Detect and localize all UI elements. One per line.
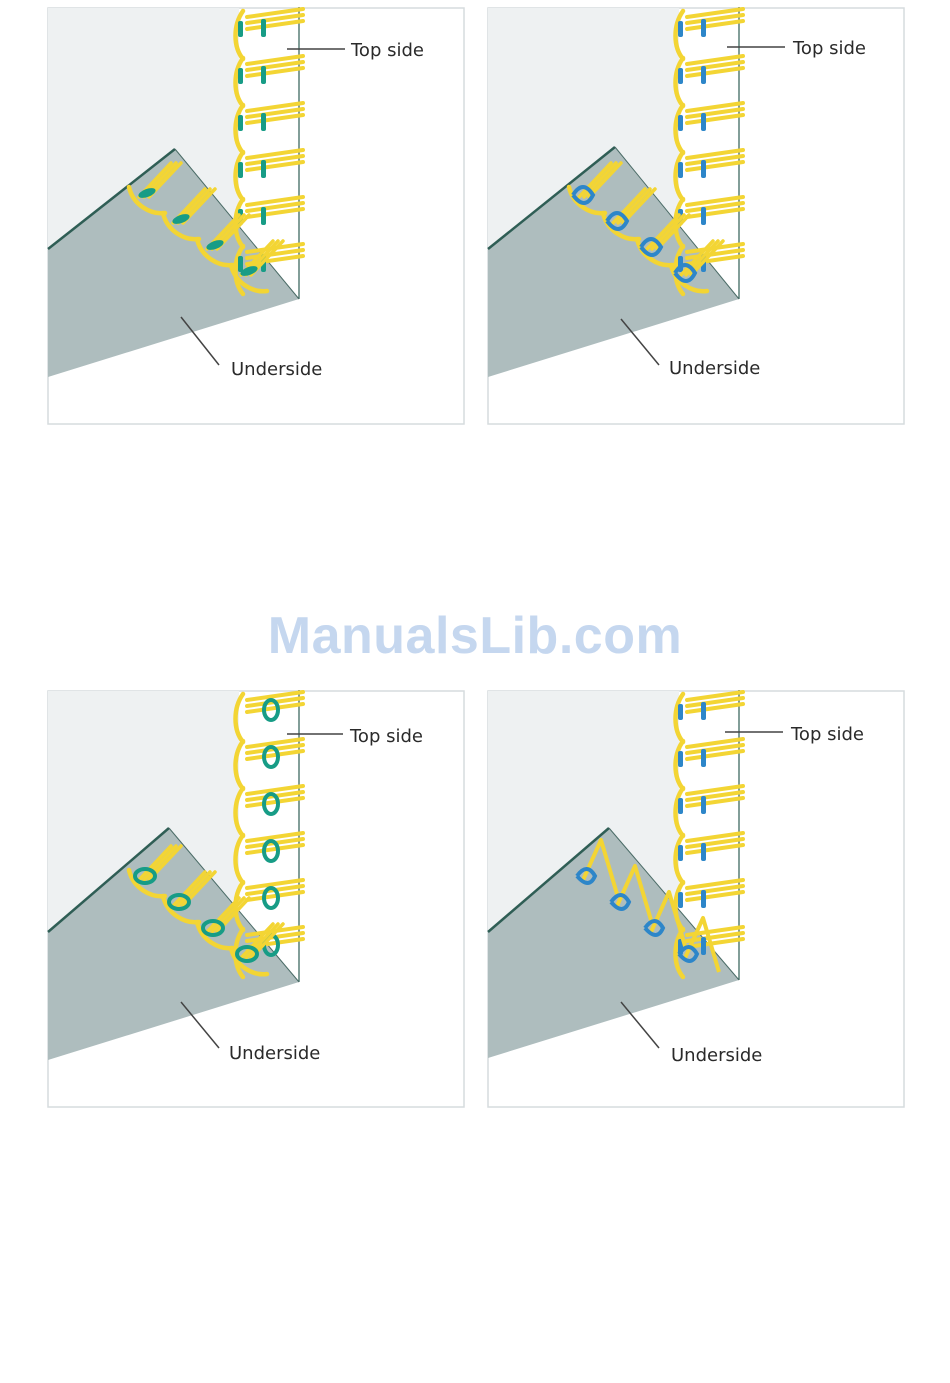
thread-knot	[238, 162, 243, 178]
thread-knot	[678, 21, 683, 37]
thread-knot	[701, 207, 706, 225]
thread-knot	[678, 892, 683, 908]
diagram-panel-2: Top side Underside	[487, 7, 905, 425]
thread-knot	[678, 704, 683, 720]
thread-knot	[678, 68, 683, 84]
thread-knot	[701, 66, 706, 84]
thread-knot	[678, 845, 683, 861]
thread-knot	[261, 160, 266, 178]
thread-knot	[261, 66, 266, 84]
underside-label: Underside	[669, 358, 760, 379]
thread-knot	[701, 160, 706, 178]
thread-knot	[261, 19, 266, 37]
thread-knot	[701, 796, 706, 814]
thread-knot	[678, 798, 683, 814]
top-side-label: Top side	[791, 724, 864, 745]
thread-knot	[238, 68, 243, 84]
thread-knot	[701, 937, 706, 955]
diagram-panel-1: Top side Underside	[47, 7, 465, 425]
thread-knot	[701, 890, 706, 908]
thread-knot	[701, 749, 706, 767]
underside-label: Underside	[671, 1045, 762, 1066]
watermark: ManualsLib.com	[0, 606, 950, 666]
thread-knot	[261, 113, 266, 131]
underside-label: Underside	[231, 359, 322, 380]
diagram-panel-4: Top side Underside	[487, 690, 905, 1108]
thread-knot	[261, 207, 266, 225]
thread-knot	[701, 19, 706, 37]
thread-knot	[701, 843, 706, 861]
diagram-panel-3: Top side Underside	[47, 690, 465, 1108]
thread-knot	[678, 751, 683, 767]
underside-label: Underside	[229, 1043, 320, 1064]
thread-knot	[238, 115, 243, 131]
top-side-label: Top side	[350, 726, 423, 747]
thread-knot	[678, 115, 683, 131]
thread-knot	[701, 702, 706, 720]
thread-knot	[238, 21, 243, 37]
thread-knot	[238, 256, 243, 272]
top-side-label: Top side	[351, 40, 424, 61]
top-side-label: Top side	[793, 38, 866, 59]
thread-knot	[701, 113, 706, 131]
thread-knot	[678, 162, 683, 178]
